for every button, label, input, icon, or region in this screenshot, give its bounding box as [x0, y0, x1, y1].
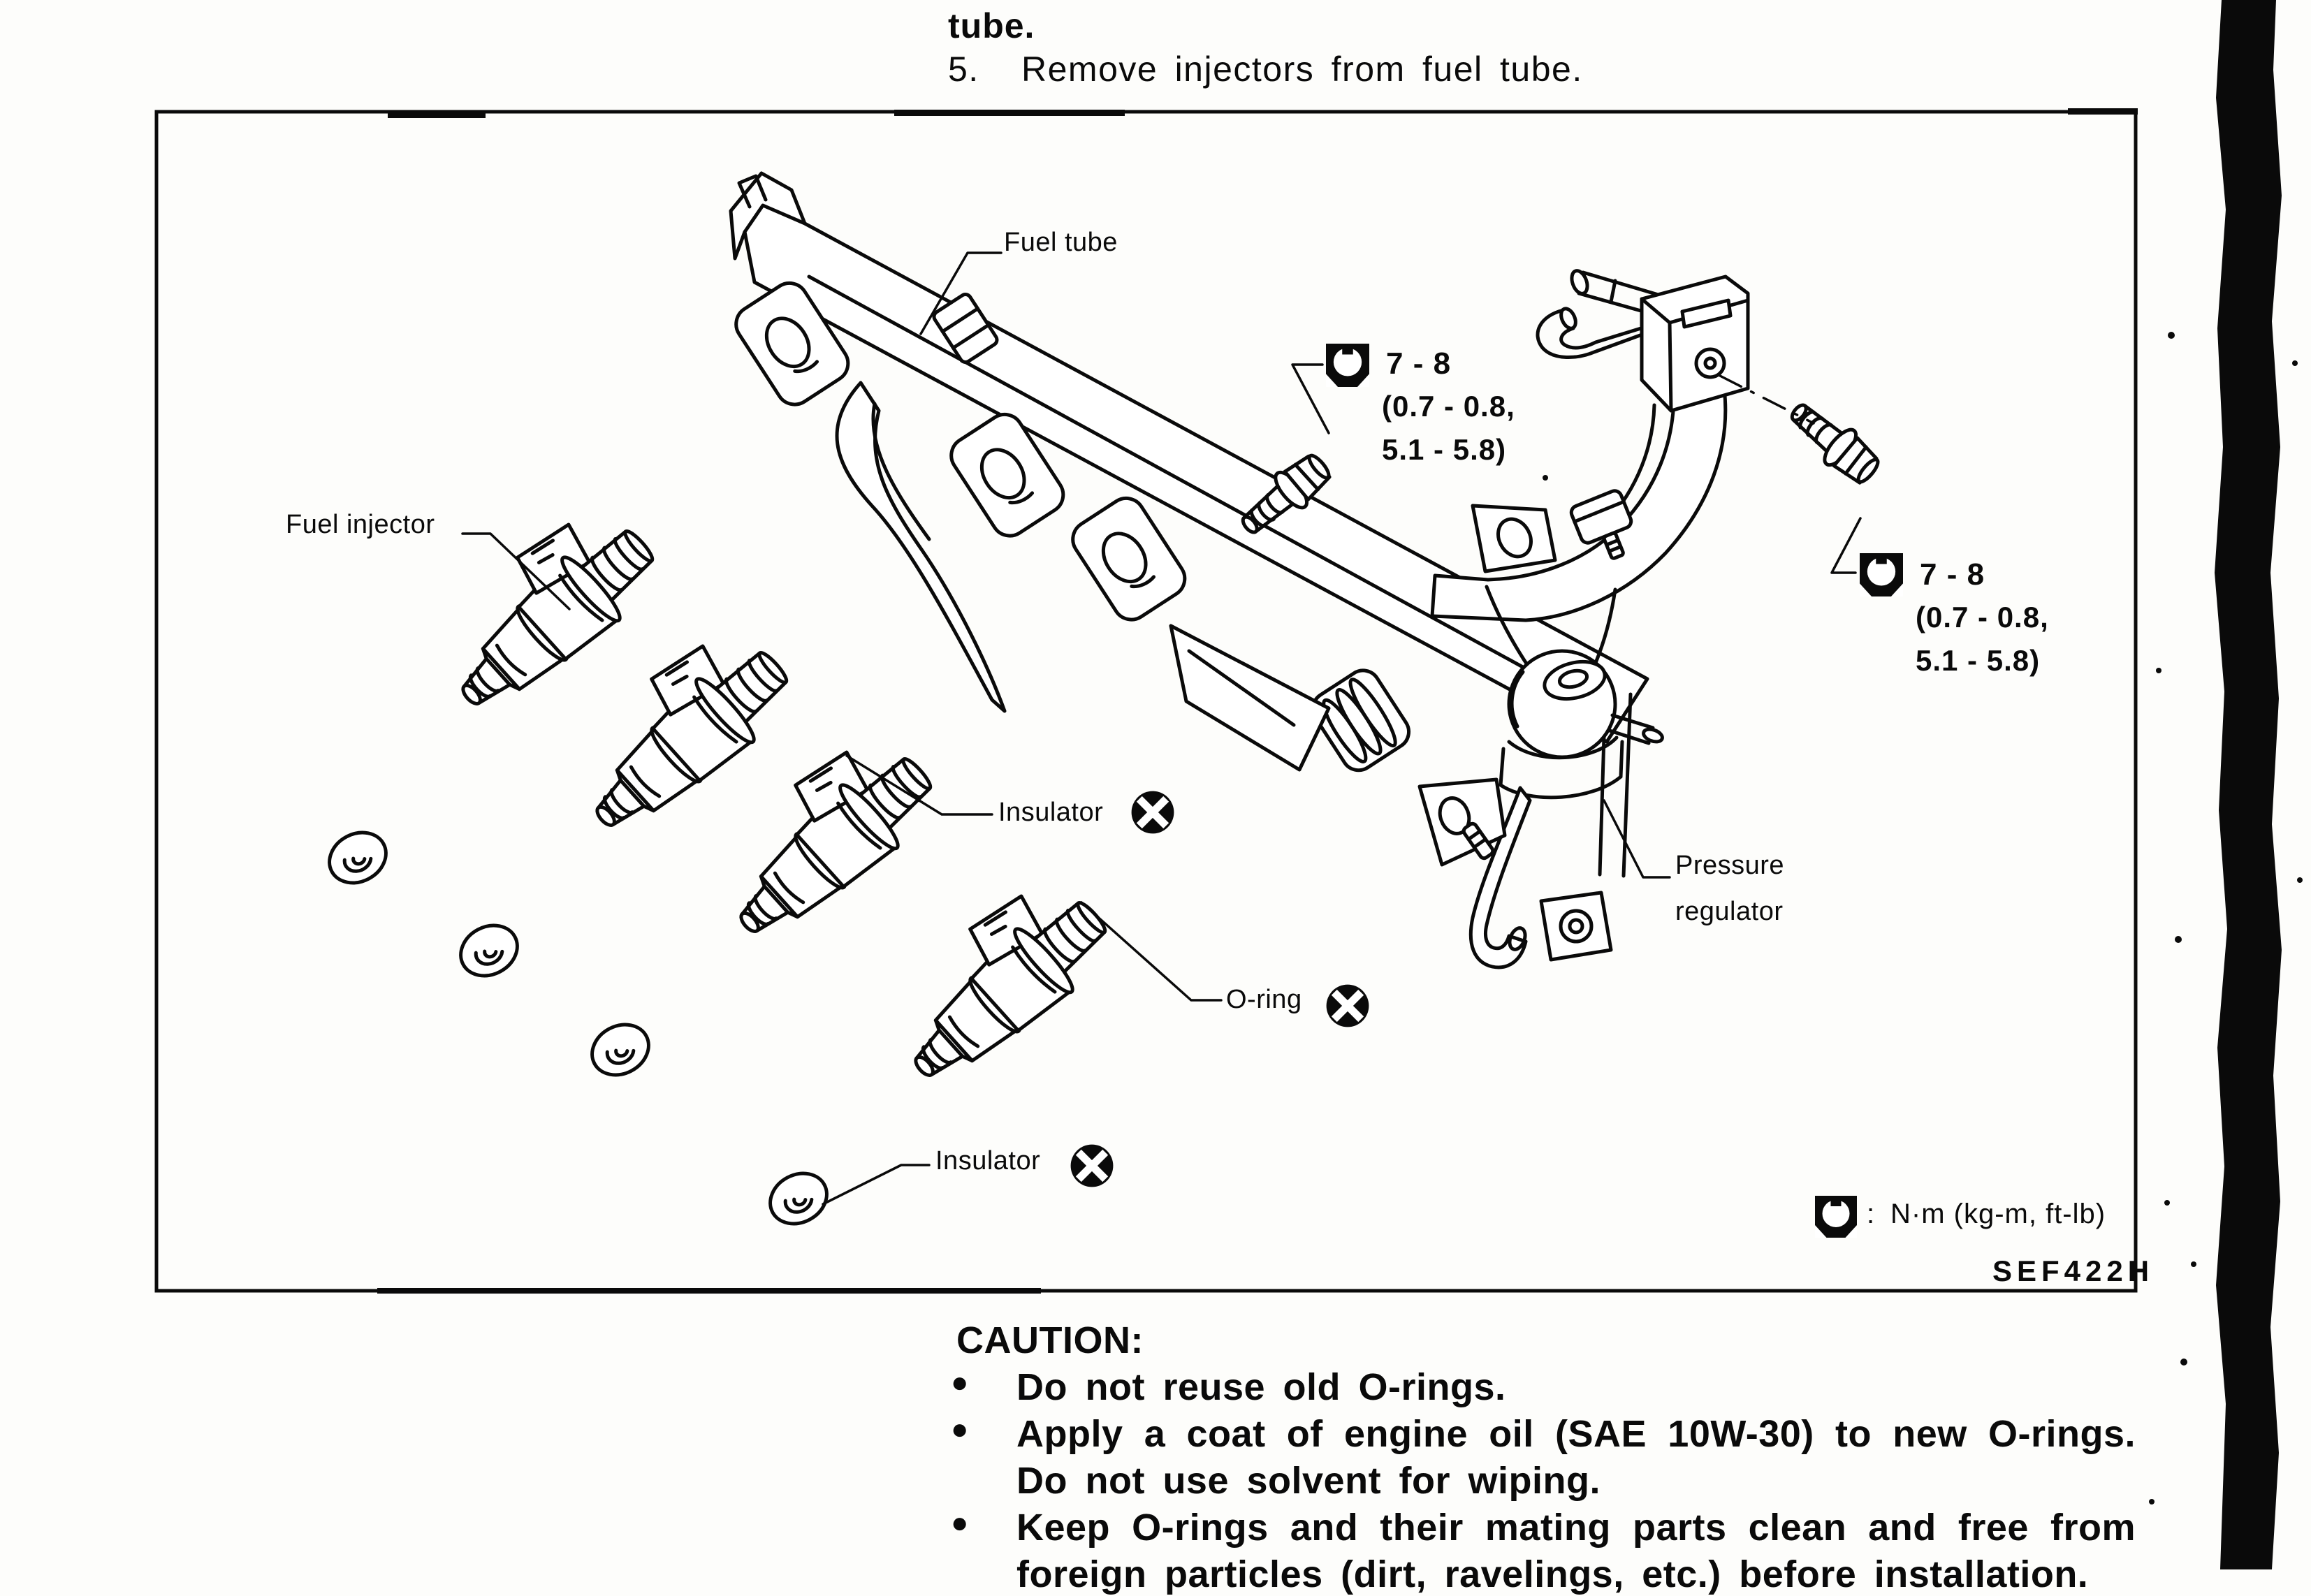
leader-insulator-upper	[845, 754, 993, 816]
torque-wrench-icon	[1860, 553, 1903, 596]
caution-item-2-line-1: Apply a coat of engine oil (SAE 10W-30) …	[1016, 1413, 2136, 1455]
insulator-grommet-3	[583, 1015, 657, 1084]
insulator-grommet-1	[321, 823, 395, 892]
insulator-grommet-2	[452, 916, 526, 985]
rail-boss-4	[1311, 668, 1411, 773]
fuel-injector-4	[873, 861, 1123, 1102]
caution-heading: CAUTION:	[956, 1319, 1144, 1361]
figure-frame	[154, 108, 2138, 1294]
label-fuel-injector: Fuel injector	[286, 510, 435, 539]
torque-left-kgm: (0.7 - 0.8,	[1382, 390, 1515, 423]
legend-colon: :	[1867, 1199, 1876, 1229]
figure-code: SEF422H	[1992, 1254, 2155, 1287]
torque-right-kgm: (0.7 - 0.8,	[1916, 601, 2049, 634]
insulator-grommet-4	[761, 1164, 836, 1233]
leader-pressure-regulator	[1603, 799, 1671, 879]
leader-insulator-lower	[822, 1164, 931, 1206]
rail-end-assembly	[1430, 269, 1750, 711]
legend-units: N·m (kg-m, ft-lb)	[1890, 1199, 2106, 1229]
leader-lines	[461, 251, 1862, 1206]
bullet-icon: ●	[951, 1412, 969, 1445]
mount-bolt-right	[1781, 393, 1886, 490]
torque-wrench-icon	[1815, 1196, 1857, 1238]
leader-torque-left	[1291, 363, 1330, 434]
label-o-ring: O-ring	[1226, 985, 1302, 1014]
label-insulator-lower: Insulator	[935, 1146, 1041, 1176]
leader-fuel-injector	[461, 532, 571, 610]
rail-bracket-blade	[835, 381, 1007, 713]
replace-part-icon	[1070, 1143, 1114, 1188]
label-insulator-upper: Insulator	[998, 798, 1104, 827]
scan-binding-band	[1543, 0, 2303, 1569]
caution-item-3-line-2: foreign particles (dirt, ravelings, etc.…	[1016, 1553, 2089, 1595]
fuel-injector-1	[420, 489, 671, 731]
torque-left-ftlb: 5.1 - 5.8)	[1382, 433, 1507, 466]
fuel-injector-2	[554, 610, 805, 852]
torque-right-nm: 7 - 8	[1920, 557, 1985, 592]
intro-step-number: 5.	[948, 50, 979, 89]
leader-fuel-tube	[919, 251, 1003, 335]
rail-mount-plate	[1169, 624, 1331, 772]
rail-boss-3	[1066, 491, 1192, 627]
pressure-regulator-drawing	[1417, 649, 1664, 969]
torque-left-nm: 7 - 8	[1386, 346, 1452, 381]
intro-step-text: Remove injectors from fuel tube.	[1021, 50, 1583, 89]
replace-part-icon	[1325, 983, 1370, 1028]
label-fuel-tube: Fuel tube	[1004, 228, 1118, 257]
torque-right-ftlb: 5.1 - 5.8)	[1916, 644, 2041, 677]
caution-item-1: Do not reuse old O-rings.	[1016, 1366, 1506, 1408]
caution-item-3-line-1: Keep O-rings and their mating parts clea…	[1016, 1507, 2136, 1549]
replace-part-icon	[1130, 790, 1175, 835]
leader-o-ring	[1080, 901, 1223, 1002]
torque-wrench-icon	[1326, 344, 1369, 387]
bullet-icon: ●	[951, 1366, 969, 1398]
leader-torque-right	[1830, 517, 1862, 574]
label-pressure-regulator-1: Pressure	[1675, 851, 1785, 880]
label-pressure-regulator-2: regulator	[1675, 897, 1784, 926]
caution-item-2-line-2: Do not use solvent for wiping.	[1016, 1460, 1601, 1502]
intro-prev-step-tail: tube.	[948, 6, 1035, 45]
bullet-icon: ●	[951, 1506, 969, 1539]
rail-clip	[932, 293, 999, 364]
leader-bolt-dashdot	[1719, 374, 1815, 425]
